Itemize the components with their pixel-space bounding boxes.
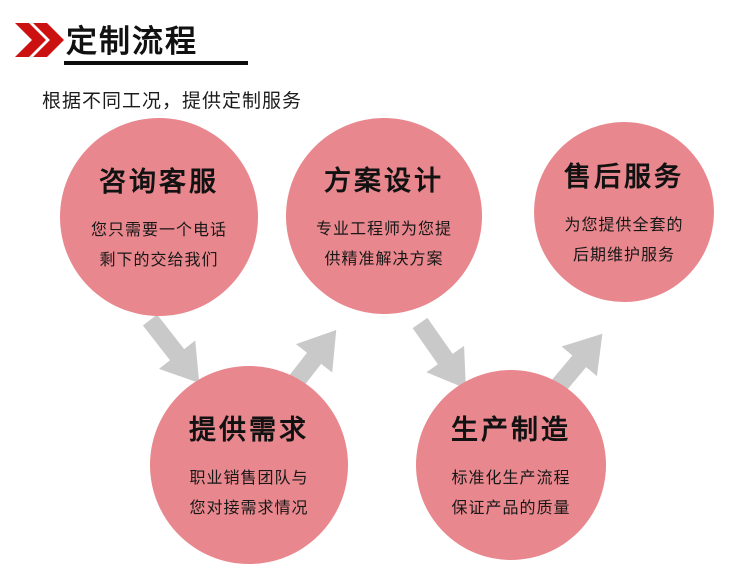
- step-circle-design: 方案设计 专业工程师为您提 供精准解决方案: [286, 118, 482, 314]
- step-title: 生产制造: [451, 414, 571, 446]
- step-desc-line: 剩下的交给我们: [99, 249, 219, 269]
- step-title: 方案设计: [324, 165, 444, 197]
- step-desc-line: 专业工程师为您提: [315, 218, 452, 238]
- step-desc-line: 职业销售团队与: [189, 467, 309, 487]
- page-title: 定制流程: [66, 24, 198, 59]
- step-description: 标准化生产流程 保证产品的质量: [451, 463, 570, 522]
- step-title: 售后服务: [564, 161, 684, 193]
- step-circle-requirement: 提供需求 职业销售团队与 您对接需求情况: [150, 366, 348, 564]
- step-description: 为您提供全套的 后期维护服务: [564, 210, 683, 269]
- step-desc-line: 保证产品的质量: [451, 497, 571, 517]
- step-circle-aftersales: 售后服务 为您提供全套的 后期维护服务: [534, 122, 714, 302]
- step-title: 提供需求: [189, 414, 309, 446]
- step-description: 专业工程师为您提 供精准解决方案: [316, 214, 452, 273]
- step-circle-consult: 咨询客服 您只需要一个电话 剩下的交给我们: [60, 118, 258, 316]
- step-desc-line: 标准化生产流程: [451, 467, 571, 487]
- step-circle-production: 生产制造 标准化生产流程 保证产品的质量: [416, 370, 606, 560]
- step-description: 职业销售团队与 您对接需求情况: [189, 463, 308, 522]
- step-desc-line: 供精准解决方案: [324, 248, 444, 268]
- title-underline: [64, 61, 248, 65]
- step-description: 您只需要一个电话 剩下的交给我们: [91, 215, 227, 274]
- step-desc-line: 您只需要一个电话: [90, 219, 227, 239]
- page-subtitle: 根据不同工况，提供定制服务: [42, 91, 303, 112]
- step-title: 咨询客服: [99, 166, 219, 198]
- step-desc-line: 为您提供全套的: [564, 214, 684, 234]
- step-desc-line: 后期维护服务: [572, 244, 675, 264]
- double-chevron-icon: [15, 23, 64, 57]
- step-desc-line: 您对接需求情况: [189, 497, 309, 517]
